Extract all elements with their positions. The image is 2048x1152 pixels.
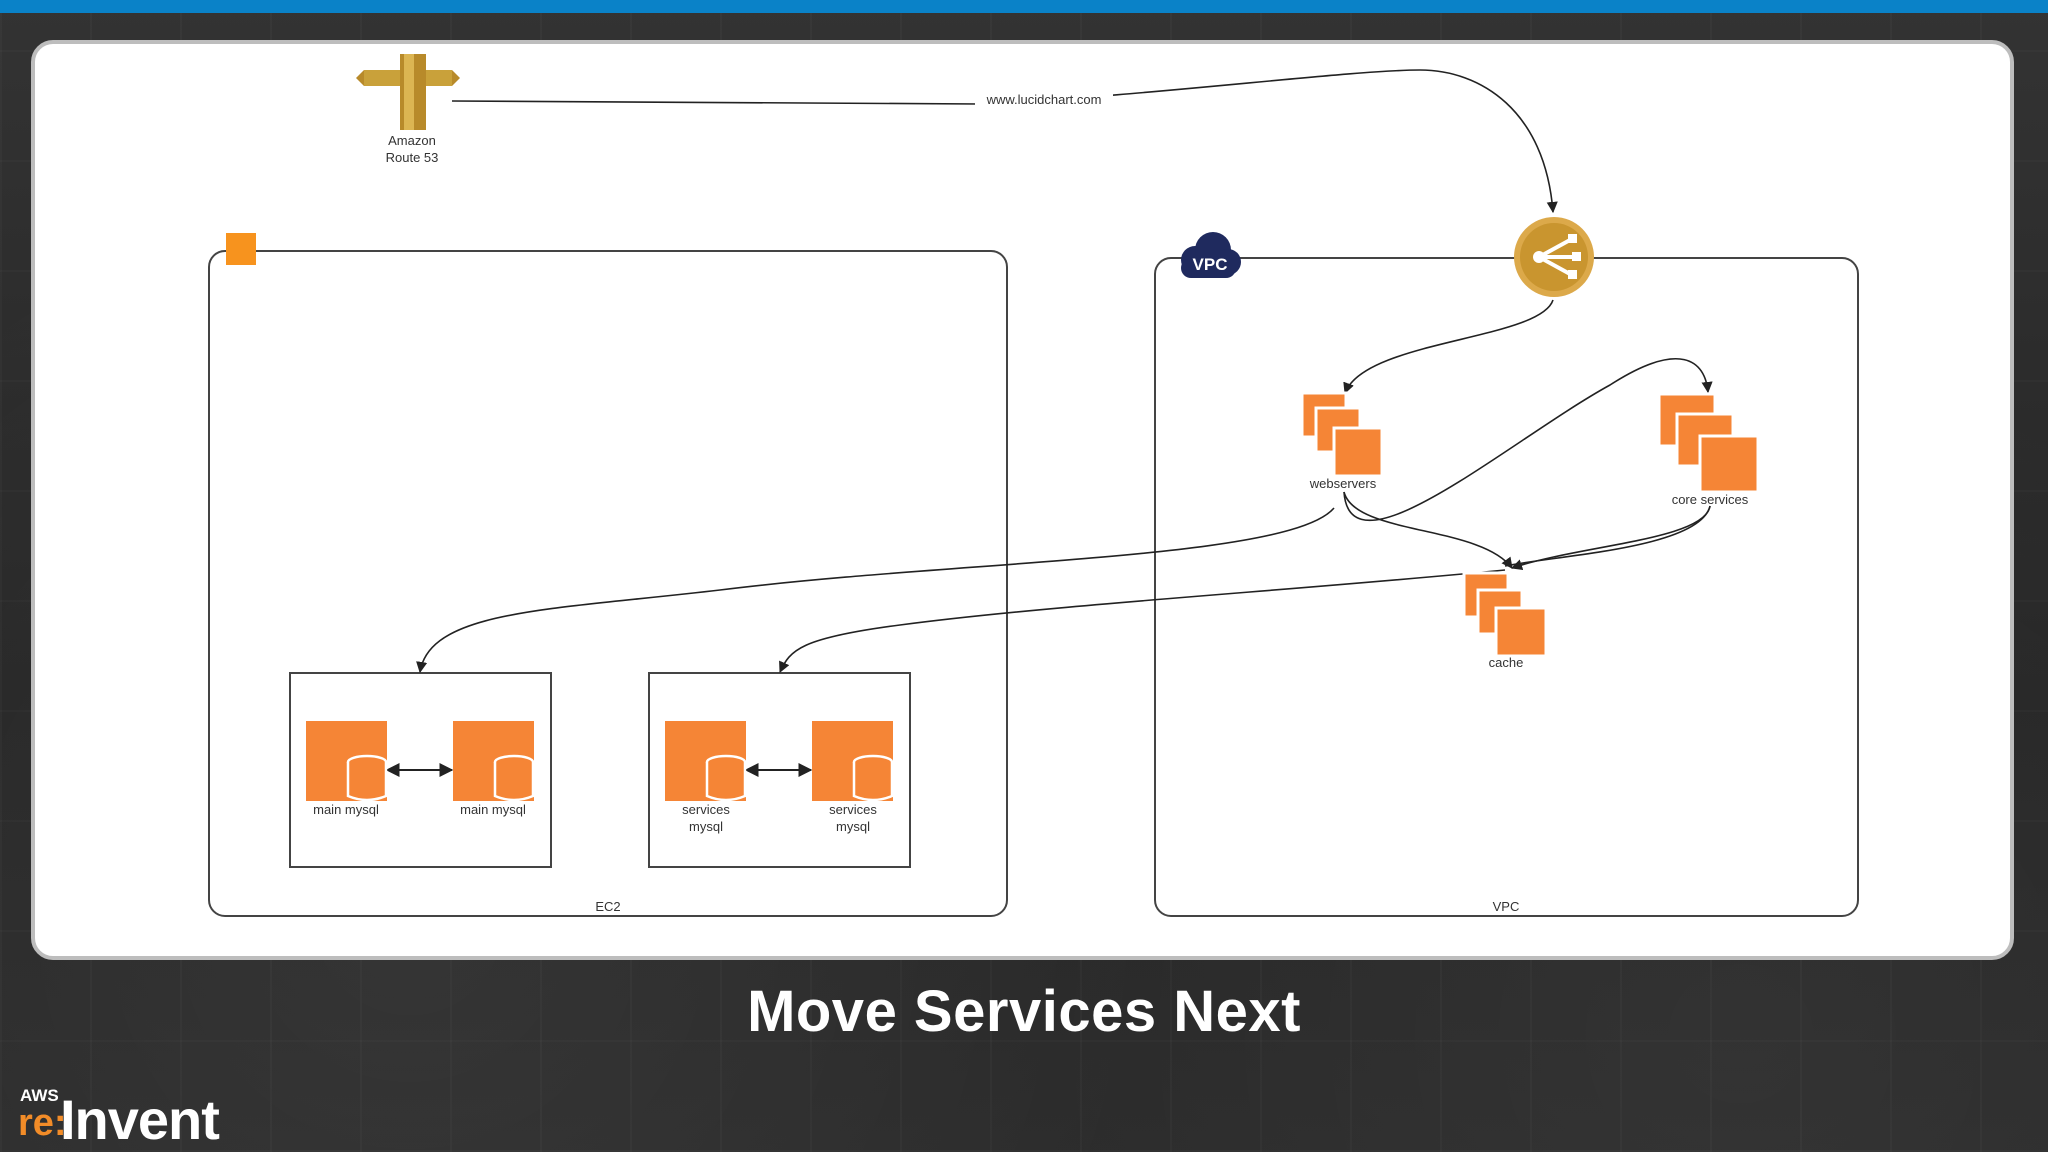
vpc-group-label: VPC — [1493, 899, 1520, 914]
cache-icon — [1462, 571, 1548, 658]
edge-label-bg — [975, 90, 1113, 108]
edge-label: www.lucidchart.com — [986, 92, 1102, 107]
route53-label-line1: Amazon — [388, 133, 436, 148]
services-mysql-2-label-line2: mysql — [836, 819, 870, 834]
ec2-group-box — [208, 250, 1008, 917]
ec2-group-icon — [226, 233, 256, 265]
route53-icon — [356, 54, 460, 130]
route53-label-line2: Route 53 — [386, 150, 439, 165]
edge-core-to-cache-2 — [1504, 505, 1711, 567]
main-mysql-2-label: main mysql — [460, 802, 526, 817]
logo-aws-text: AWS — [20, 1086, 59, 1105]
edge-webservers-to-core — [1343, 358, 1713, 522]
ec2-group-label: EC2 — [595, 899, 620, 914]
edge-lb-to-webservers — [1343, 299, 1554, 395]
slide-title: Move Services Next — [747, 979, 1301, 1044]
load-balancer-icon — [1514, 217, 1594, 297]
services-mysql-1-label-line2: mysql — [689, 819, 723, 834]
diagram-panel — [31, 40, 2014, 960]
cache-label: cache — [1489, 655, 1524, 670]
main-mysql-1-icon — [306, 721, 388, 802]
edge-webservers-to-cache — [1343, 491, 1513, 569]
services-mysql-1-icon — [665, 721, 747, 802]
vpc-group-box — [1154, 257, 1859, 917]
services-mysql-2-label-line1: services — [829, 802, 877, 817]
vpc-cloud-icon: VPC — [1181, 232, 1241, 278]
logo-re-text: re: — [18, 1102, 67, 1144]
logo-invent-text: Invent — [60, 1088, 220, 1151]
edge-webservers-to-main-mysql — [416, 507, 1335, 674]
webservers-label: webservers — [1309, 476, 1377, 491]
main-mysql-1-label: main mysql — [313, 802, 379, 817]
services-mysql-2-icon — [812, 721, 894, 802]
edge-core-to-services-mysql — [779, 569, 1506, 674]
aws-reinvent-logo: AWS re: Invent — [18, 1086, 238, 1151]
webservers-icon — [1300, 391, 1384, 478]
core-services-label: core services — [1672, 492, 1749, 507]
core-services-icon — [1657, 392, 1760, 494]
edge-core-to-cache — [1510, 505, 1711, 571]
vpc-badge-text: VPC — [1193, 255, 1228, 274]
top-accent-bar — [0, 0, 2048, 13]
services-mysql-1-label-line1: services — [682, 802, 730, 817]
main-mysql-2-icon — [453, 721, 535, 802]
